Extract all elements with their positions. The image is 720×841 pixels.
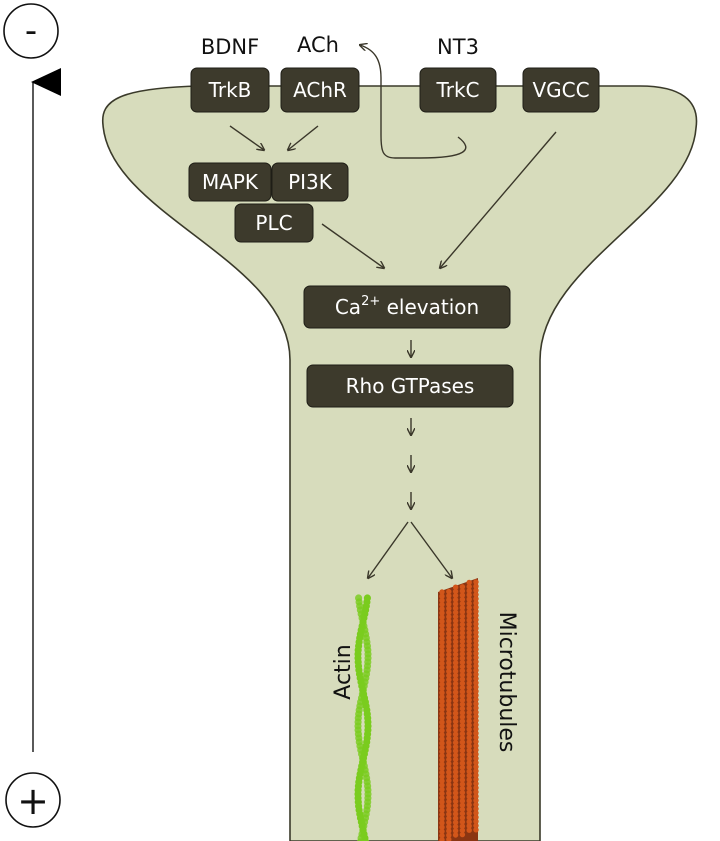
- svg-text:PLC: PLC: [255, 211, 292, 235]
- arrow-trkc-to-ach: [360, 45, 467, 159]
- arrow-branch-microtubules: [410, 521, 452, 578]
- svg-text:PI3K: PI3K: [288, 170, 333, 194]
- svg-text:TrkB: TrkB: [208, 78, 252, 102]
- arrow-plc-to-calcium: [321, 223, 384, 268]
- node-pi3k: PI3K: [271, 162, 349, 202]
- ligand-nt3: NT3: [437, 35, 479, 59]
- node-mapk: MAPK: [188, 162, 272, 202]
- arrow-achr-to-kinases: [288, 125, 319, 150]
- plus-pole: +: [5, 772, 61, 828]
- actin-label: Actin: [331, 644, 356, 699]
- svg-text:Rho GTPases: Rho GTPases: [346, 374, 475, 398]
- arrow-vgcc-to-calcium: [440, 131, 557, 268]
- plus-sign: +: [17, 779, 49, 823]
- minus-pole: -: [3, 3, 59, 59]
- receptor-trkc: TrkC: [419, 67, 497, 113]
- svg-text:AChR: AChR: [293, 78, 347, 102]
- node-rho-gtpases: Rho GTPases: [306, 364, 514, 408]
- svg-text:VGCC: VGCC: [532, 78, 589, 102]
- svg-text:MAPK: MAPK: [202, 170, 259, 194]
- actin-filament: [354, 594, 372, 841]
- svg-text:TrkC: TrkC: [435, 78, 479, 102]
- receptor-trkb: TrkB: [190, 67, 270, 113]
- svg-text:Ca2+ elevation: Ca2+ elevation: [335, 294, 479, 319]
- node-calcium-elevation: Ca2+ elevation: [303, 285, 511, 329]
- minus-circle: [3, 3, 59, 59]
- receptor-achr: AChR: [280, 67, 360, 113]
- microtubules-label: Microtubules: [494, 612, 519, 753]
- channel-vgcc: VGCC: [522, 67, 600, 113]
- minus-sign: -: [25, 11, 37, 51]
- arrow-branch-actin: [368, 521, 409, 578]
- arrow-trkb-to-kinases: [229, 125, 264, 150]
- node-plc: PLC: [234, 203, 314, 243]
- ligand-bdnf: BDNF: [201, 35, 259, 59]
- plus-circle: [5, 772, 61, 828]
- microtubule-bundle: [438, 578, 479, 841]
- ligand-ach: ACh: [297, 33, 339, 57]
